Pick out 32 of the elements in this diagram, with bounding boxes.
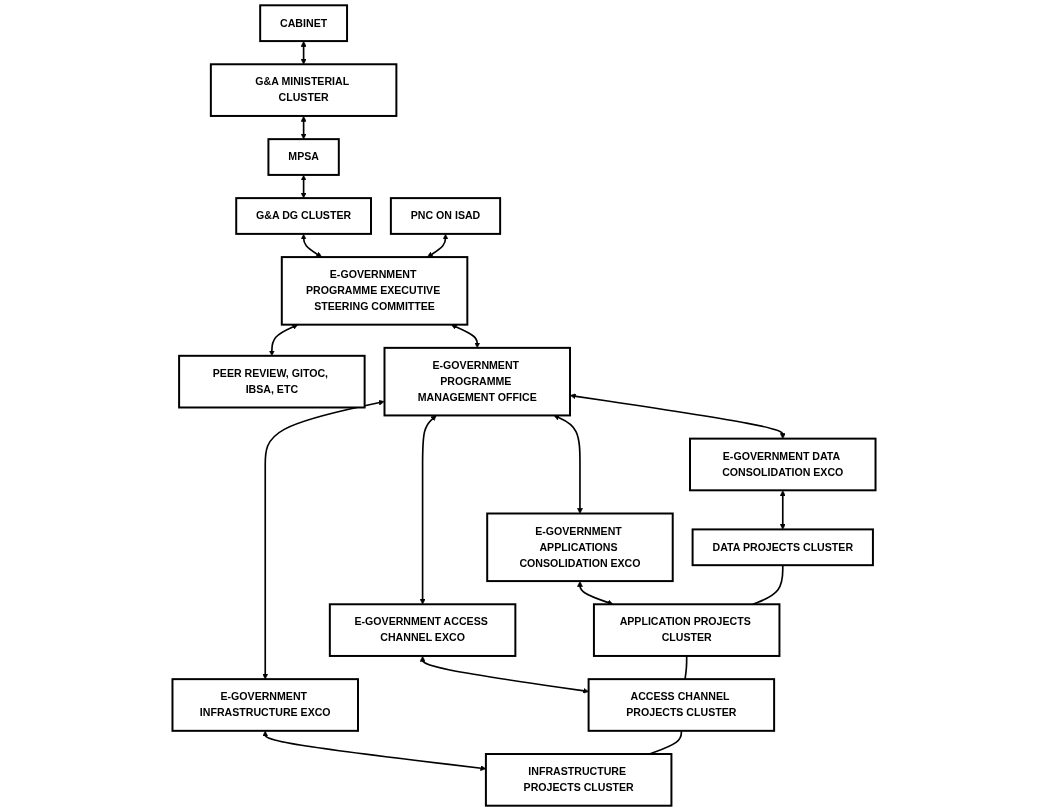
connector [648,730,683,755]
arrow [553,415,583,514]
node-box: APPLICATION PROJECTS CLUSTER [592,603,781,657]
node-box: E-GOVERNMENT ACCESS CHANNEL EXCO [328,603,517,657]
arrow [419,655,589,694]
connector [752,564,784,606]
connector [684,655,688,680]
node-box: ACCESS CHANNEL PROJECTS CLUSTER [587,678,776,732]
arrow [262,399,385,680]
node-box: E-GOVERNMENT INFRASTRUCTURE EXCO [171,678,359,732]
node-box: G&A MINISTERIAL CLUSTER [209,63,398,117]
node-box: E-GOVERNMENT PROGRAMME MANAGEMENT OFFICE [383,346,571,417]
arrow [451,324,481,349]
node-box: CABINET [259,4,349,43]
node-box: E-GOVERNMENT DATA CONSOLIDATION EXCO [689,437,877,492]
arrow [268,324,299,357]
node-box: INFRASTRUCTURE PROJECTS CLUSTER [484,753,673,807]
arrow [419,415,437,605]
arrow [570,393,786,439]
arrow [300,233,322,258]
arrow [300,115,307,140]
arrow [300,174,307,199]
arrow [577,581,614,606]
node-box: E-GOVERNMENT PROGRAMME EXECUTIVE STEERING COMMITTEE [280,256,469,326]
node-box: PEER REVIEW, GITOC, IBSA, ETC [178,354,366,409]
node-box: G&A DG CLUSTER [235,197,372,235]
node-box: E-GOVERNMENT APPLICATIONS CONSOLIDATION EXCO [486,512,674,583]
node-box: PNC ON ISAD [389,197,502,235]
arrow [427,233,449,258]
node-box: MPSA [267,138,340,176]
arrow [779,490,786,530]
node-box: DATA PROJECTS CLUSTER [691,528,874,567]
